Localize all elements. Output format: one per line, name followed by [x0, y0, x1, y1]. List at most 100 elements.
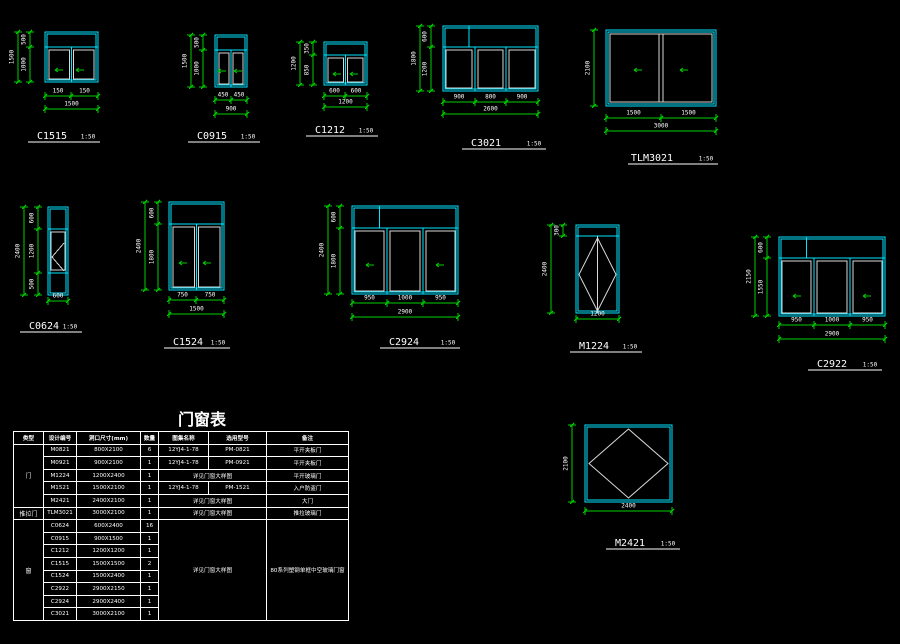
dimension-tick	[21, 204, 27, 210]
sash-right	[232, 52, 244, 85]
handle-arrow	[54, 67, 59, 73]
dimension-label: 900	[517, 94, 528, 101]
dimension-tick	[310, 82, 316, 88]
row-size: 3000X2100	[76, 607, 141, 621]
drawing-scale: 1:50	[661, 541, 676, 548]
drawing-scale: 1:50	[359, 128, 374, 135]
row-code: C3021	[43, 607, 77, 621]
dimension-tick	[200, 84, 206, 90]
row-qty: 1	[140, 456, 159, 470]
dimension-tick	[142, 199, 148, 205]
dimension-label: 1200	[590, 311, 605, 318]
dimension-tick	[310, 39, 316, 45]
row-qty: 1	[140, 493, 159, 508]
dimension-tick	[155, 221, 161, 227]
dimension-tick	[142, 287, 148, 293]
table-row: C1515 1500X1500 2	[14, 556, 349, 571]
dimension-label: 3000	[654, 123, 669, 130]
row-code: M1521	[43, 481, 77, 495]
dimension-label: 600	[29, 212, 36, 223]
dimension-tick	[337, 291, 343, 297]
handle-arrow	[349, 71, 354, 77]
window-detail-ref: 详见门窗大样图	[158, 519, 267, 621]
row-size: 600X2400	[76, 519, 141, 533]
dimension-tick	[35, 204, 41, 210]
dimension-label: 2900	[398, 309, 413, 316]
dimension-label: 1200	[29, 243, 36, 258]
dimension-tick	[212, 97, 218, 103]
dimension-label: 1000	[21, 57, 28, 72]
dimension-tick	[212, 111, 218, 117]
dimension-tick	[603, 115, 609, 121]
dimension-label: 2150	[746, 269, 753, 284]
schedule-header-row: 类型 设计编号 洞口尺寸(mm) 数量 图集名称 选用型号 备注	[13, 431, 349, 445]
row-code: M0821	[43, 443, 77, 458]
dimension-tick	[764, 234, 770, 240]
dimension-tick	[420, 300, 426, 306]
row-qty: 1	[140, 582, 159, 596]
drawing-scale: 1:50	[863, 362, 878, 369]
row-qty: 16	[140, 519, 159, 533]
dimension-tick	[155, 199, 161, 205]
outer-frame	[778, 236, 886, 317]
dimension-label: 800	[485, 94, 496, 101]
dimension-tick	[310, 52, 316, 58]
dimension-tick	[35, 292, 41, 298]
sash-panel	[477, 49, 504, 89]
row-size: 900X1500	[76, 531, 141, 546]
row-code: M1224	[43, 468, 77, 483]
dimension-label: 950	[791, 317, 802, 324]
dimension-label: 1200	[338, 99, 353, 106]
row-code: C0915	[43, 531, 77, 546]
drawing-label: M2421	[615, 538, 645, 549]
drawing-label: C2922	[817, 359, 847, 370]
table-row: M0921 900X2100 1 12YJ4-1-78 PM-0921 平开夹板…	[14, 456, 349, 470]
dimension-tick	[713, 128, 719, 134]
dimension-label: 950	[435, 295, 446, 302]
handle-arrow	[435, 262, 440, 268]
dimension-tick	[764, 313, 770, 319]
dimension-tick	[764, 255, 770, 261]
row-code: C0624	[43, 519, 77, 533]
dimension-tick	[560, 233, 566, 239]
dimension-label: 600	[331, 211, 338, 222]
dimension-label: 600	[149, 207, 156, 218]
dimension-label: 750	[177, 292, 188, 299]
header-note: 备注	[266, 431, 349, 445]
dimension-tick	[244, 97, 250, 103]
dimension-label: 450	[218, 92, 229, 99]
dimension-tick	[535, 111, 541, 117]
dimension-label: 2400	[136, 238, 143, 253]
dimension-tick	[193, 297, 199, 303]
dimension-label: 500	[194, 37, 201, 48]
drawing-label: C2924	[389, 337, 419, 348]
dimension-tick	[776, 336, 782, 342]
dimension-tick	[428, 88, 434, 94]
dimension-tick	[417, 88, 423, 94]
sash-left	[48, 49, 70, 80]
dimension-tick	[417, 23, 423, 29]
sash-right	[73, 49, 95, 80]
dimension-tick	[221, 297, 227, 303]
dimension-label: 600	[351, 88, 362, 95]
dimension-label: 900	[454, 94, 465, 101]
dimension-tick	[200, 32, 206, 38]
dimension-label: 950	[364, 295, 375, 302]
sash-panel	[781, 260, 812, 314]
sash-panel	[508, 49, 536, 89]
dimension-label: 1550	[758, 279, 765, 294]
door-window-schedule: 类型 设计编号 洞口尺寸(mm) 数量 图集名称 选用型号 备注 门 M0821…	[13, 431, 349, 621]
dimension-tick	[325, 203, 331, 209]
row-size: 1500X2400	[76, 569, 141, 584]
dimension-tick	[573, 316, 579, 322]
dimension-label: 750	[205, 292, 216, 299]
table-row: 窗 C0624 600X2400 16 详见门窗大样图 80系列塑钢单框中空玻璃…	[13, 519, 349, 621]
dimension-label: 1500	[64, 101, 79, 108]
outer-frame	[351, 205, 459, 295]
table-row: M2421 2400X2100 1 详见门窗大样图 大门	[14, 493, 349, 508]
